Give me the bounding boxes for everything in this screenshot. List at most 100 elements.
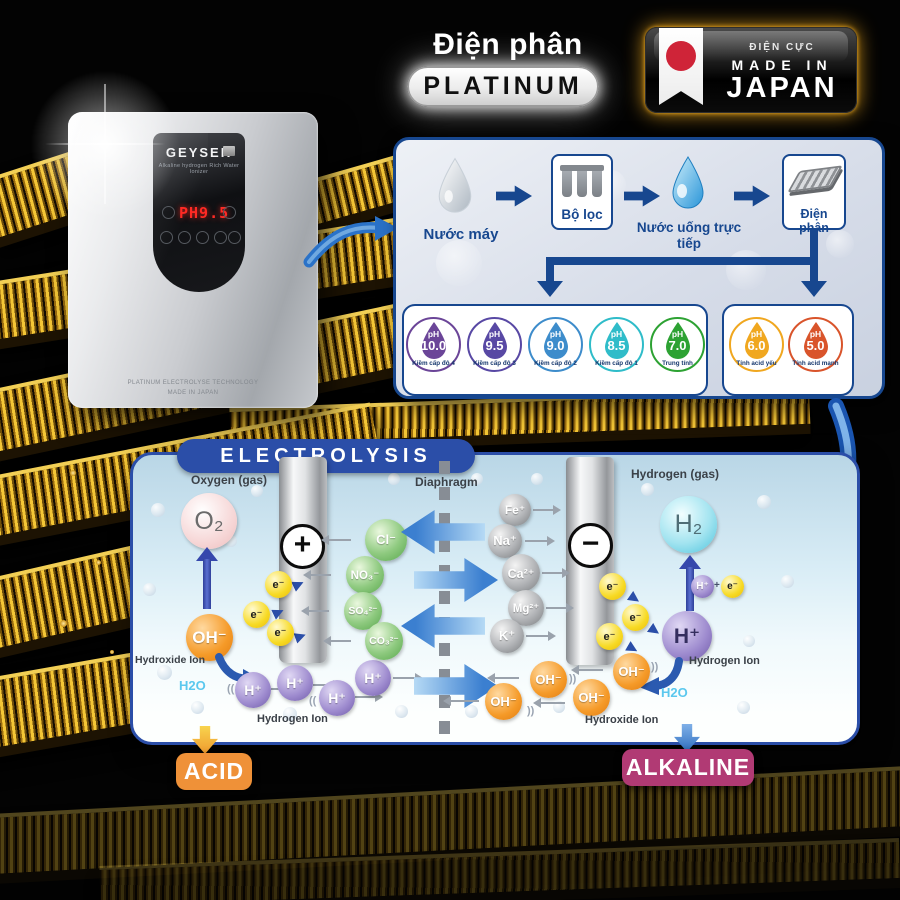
step-label-electrolysis: Điện phân — [799, 207, 829, 236]
device-button-4 — [214, 231, 227, 244]
ph-drop-icon — [543, 322, 568, 359]
alkaline-label: ALKALINE — [622, 749, 754, 786]
anion-no3: NO₃⁻ — [346, 556, 384, 594]
anion-cl: Cl⁻ — [365, 519, 407, 561]
filter-step-box: Bộ lọc — [551, 154, 613, 230]
hydrogen-ion-left: H⁺ — [277, 665, 313, 701]
small-arrow-left-icon — [571, 665, 603, 675]
electrolysis-step-box: Điện phân — [782, 154, 846, 235]
hydroxide-ion-right: OH⁻ — [613, 653, 650, 690]
device-button-3 — [196, 231, 209, 244]
ph-drop-icon — [744, 322, 769, 359]
flow-arrow-icon — [496, 185, 532, 207]
bubble — [641, 483, 654, 496]
wave-mark: )) — [569, 673, 577, 685]
device-footer-line2: MADE IN JAPAN — [167, 390, 219, 396]
sparkle — [96, 560, 101, 565]
hydrogen-gas-label: Hydrogen (gas) — [631, 467, 720, 481]
bubble — [388, 473, 400, 485]
device-subtitle: Alkaline hydrogen Rich Water Ionizer — [158, 163, 240, 175]
small-arrow-right-icon — [542, 568, 570, 578]
connector-line — [546, 257, 554, 281]
small-arrow-right-icon — [525, 536, 555, 546]
hydroxide-ion-right: OH⁻ — [573, 679, 610, 716]
curved-arrow-right-icon — [639, 657, 683, 695]
h2o-label-left: H2O — [179, 678, 206, 693]
water-bokeh — [826, 230, 854, 258]
ph-drop-icon — [604, 322, 629, 359]
bubble — [757, 495, 771, 509]
water-bokeh — [726, 250, 766, 290]
device-to-flow-arrow — [303, 216, 398, 268]
sparkle — [70, 470, 76, 476]
anode-plus-icon: + — [280, 524, 325, 569]
small-arrow-right-icon — [355, 692, 383, 702]
bubble — [737, 701, 750, 714]
connector-line — [810, 265, 818, 281]
small-arrow-left-icon — [303, 570, 331, 580]
bubble — [743, 635, 755, 647]
bubble — [151, 503, 165, 517]
step-label-tap-water: Nước máy — [423, 226, 499, 243]
electrolysis-plate-icon — [787, 165, 843, 193]
made-in-japan-badge: ĐIỆN CỰC MADE IN JAPAN — [645, 27, 857, 113]
badge-japan: JAPAN — [726, 72, 838, 104]
bubble — [471, 473, 483, 485]
bubble — [191, 701, 204, 714]
small-arrow-right-icon — [393, 673, 423, 683]
connector-line — [546, 257, 818, 265]
hydroxide-ion-label-left: Hydroxide Ion — [135, 654, 206, 666]
device-footer-line1: PLATINUM ELECTROLYSE TECHNOLOGY — [127, 380, 259, 386]
plus-sign: + — [714, 580, 720, 591]
japan-flag-ribbon-icon — [659, 28, 703, 105]
device-display: PH9.5 — [179, 204, 230, 222]
small-arrow-right-icon — [526, 631, 556, 641]
electron-left: e⁻ — [243, 601, 270, 628]
bubble — [395, 705, 408, 718]
electron-right: e⁻ — [596, 623, 623, 650]
h2-molecule: H₂ — [660, 496, 717, 553]
small-arrow-left-icon — [301, 606, 329, 616]
diaphragm-dashed-line — [439, 461, 450, 741]
up-arrow-stem — [686, 567, 694, 611]
water-ionizer-device: GEYSER Alkaline hydrogen Rich Water Ioni… — [68, 112, 318, 408]
bubble — [143, 583, 156, 596]
electrolysis-diagram: ELECTROLYSIS + − Oxygen (gas) O₂ OH⁻ Hyd… — [130, 439, 860, 745]
bubble — [157, 665, 172, 680]
hydrogen-ion-label-right: Hydrogen Ion — [689, 655, 760, 667]
badge-text-block: ĐIỆN CỰC MADE IN JAPAN — [712, 28, 852, 112]
device-button-1 — [160, 231, 173, 244]
wave-mark: (( — [309, 695, 317, 707]
electron-mini: e⁻ — [721, 575, 744, 598]
badge-dien-cuc: ĐIỆN CỰC — [749, 42, 815, 53]
hydrogen-ion-label-left: Hydrogen Ion — [257, 713, 328, 725]
bubble — [251, 485, 263, 497]
connector-arrowhead-icon — [537, 281, 563, 297]
hydrogen-ion-left: H⁺ — [355, 660, 391, 696]
hydrogen-ion-left: H⁺ — [235, 672, 271, 708]
device-brand: GEYSER — [165, 145, 233, 160]
bubble — [531, 473, 543, 485]
platinum-label: PLATINUM — [407, 66, 599, 107]
cation-ca: Ca²⁺ — [502, 554, 540, 592]
device-power-button — [223, 206, 236, 219]
hydroxide-ion-label-right: Hydroxide Ion — [585, 714, 659, 726]
device-control-panel: GEYSER Alkaline hydrogen Rich Water Ioni… — [153, 133, 245, 292]
h2o-label-right: H2O — [661, 685, 688, 700]
hydroxide-ion-right: OH⁻ — [485, 683, 522, 720]
up-arrow-stem — [203, 559, 211, 609]
hydrogen-ion-left: H⁺ — [319, 680, 355, 716]
water-bokeh — [436, 240, 482, 286]
cation-fe: Fe⁺ — [499, 494, 531, 526]
wave-mark: )) — [651, 661, 659, 673]
up-arrow-icon — [679, 555, 701, 569]
ph-drop-icon — [803, 322, 828, 359]
small-arrow-left-icon — [321, 535, 351, 545]
bubble — [283, 707, 297, 721]
